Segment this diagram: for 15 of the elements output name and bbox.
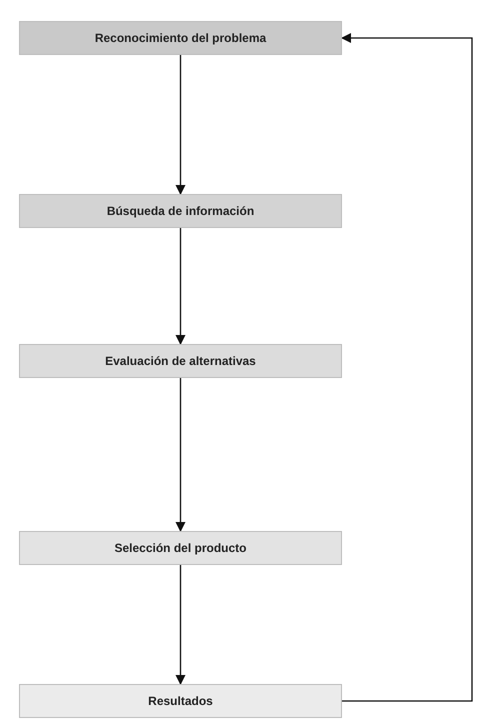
arrow bbox=[176, 228, 186, 345]
step-label: Búsqueda de información bbox=[106, 203, 254, 220]
arrow bbox=[176, 378, 186, 532]
process-box bbox=[19, 21, 342, 55]
process-box bbox=[19, 344, 342, 378]
process-box bbox=[19, 194, 342, 228]
process-box bbox=[19, 684, 342, 718]
step-label: Reconocimiento del problema bbox=[94, 30, 266, 47]
process-box bbox=[19, 531, 342, 565]
arrow bbox=[176, 55, 186, 195]
step-label: Evaluación de alternativas bbox=[105, 353, 256, 370]
arrow bbox=[176, 565, 186, 685]
step-label: Resultados bbox=[148, 693, 213, 710]
step-label: Selección del producto bbox=[114, 540, 247, 557]
arrow bbox=[341, 33, 473, 702]
